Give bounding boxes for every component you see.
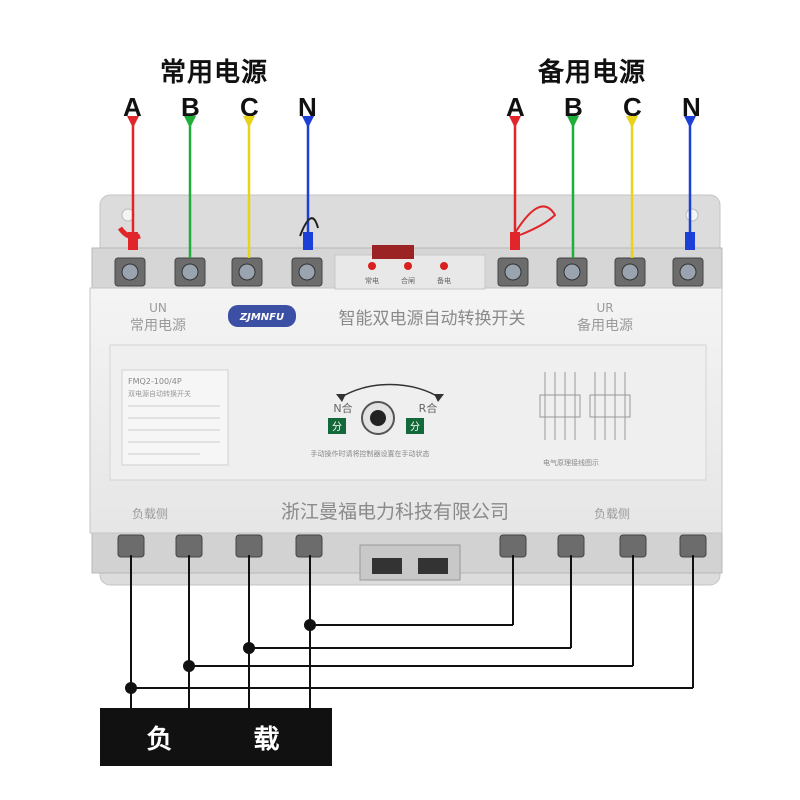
indicator-label-normal: 常电 <box>365 276 379 285</box>
indicator-light-close <box>404 262 412 270</box>
left-source-label: 常用电源 <box>130 318 186 334</box>
handle-left-label: N合 <box>333 401 352 415</box>
brand-logo <box>228 305 296 327</box>
indicator-strip <box>334 254 486 290</box>
indicator-light-normal <box>368 262 376 270</box>
warning-text: 手动操作时请将控制器设置在手动状态 <box>311 449 430 458</box>
indicator-label-backup: 备电 <box>437 276 451 285</box>
right-status-text: 分 <box>410 421 420 433</box>
seal-normal-n <box>299 217 319 237</box>
handle-arc <box>339 383 441 399</box>
wiring-schematic <box>539 372 631 440</box>
brand-logo-text: ZJMNFU <box>239 312 284 323</box>
load-box: 负 载 <box>100 708 332 766</box>
left-source-code: UN <box>149 301 167 315</box>
right-source-code: UR <box>596 301 613 315</box>
product-name: 智能双电源自动转换开关 <box>339 309 526 329</box>
backup-source-title: 备用电源 <box>538 58 647 88</box>
indicator-top-red <box>372 245 414 259</box>
right-source-label: 备用电源 <box>577 317 633 334</box>
backup-phase-c-label: C <box>623 92 642 122</box>
seal-backup-a <box>511 205 557 239</box>
load-side-right: 负载侧 <box>594 507 630 521</box>
backup-phase-b-label: B <box>564 92 583 122</box>
bottom-terminals <box>117 534 707 558</box>
normal-source-title: 常用电源 <box>160 58 269 88</box>
right-status-button <box>406 418 424 434</box>
nameplate-subtitle: 双电源自动转换开关 <box>128 389 191 398</box>
normal-phase-n-label: N <box>298 92 317 122</box>
load-side-left: 负载侧 <box>132 507 168 521</box>
left-status-text: 分 <box>332 421 342 433</box>
junction-dots <box>125 619 316 694</box>
handle-right-label: R合 <box>419 401 438 415</box>
left-status-button <box>328 418 346 434</box>
backup-phase-a-label: A <box>506 92 525 122</box>
indicator-label-close: 合闸 <box>401 276 415 285</box>
normal-phase-c-label: C <box>240 92 259 122</box>
normal-phase-a-label: A <box>123 92 142 122</box>
backup-phase-n-label: N <box>682 92 701 122</box>
indicator-light-backup <box>440 262 448 270</box>
schematic-caption: 电气原理接线图示 <box>543 458 599 467</box>
normal-phase-b-label: B <box>181 92 200 122</box>
company-name: 浙江曼福电力科技有限公司 <box>281 501 509 523</box>
nameplate-model: FMQ2-100/4P <box>128 377 182 386</box>
